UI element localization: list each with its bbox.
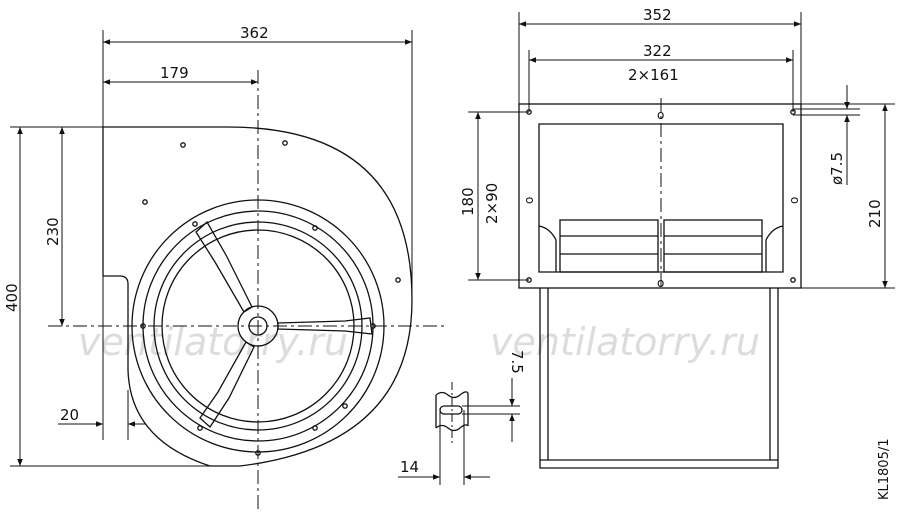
flange-hole xyxy=(790,277,796,283)
housing-body xyxy=(539,288,779,469)
housing-hole xyxy=(395,277,401,283)
front-centerlines xyxy=(48,70,445,510)
impeller-right xyxy=(663,219,763,273)
break-line-top xyxy=(435,391,469,399)
dim-slot-height: 7.5 xyxy=(508,350,526,374)
hole-marker-left: o xyxy=(522,197,536,204)
dim-hole-pitch: 322 xyxy=(643,42,672,60)
housing-outline xyxy=(102,126,413,467)
spoke-upper xyxy=(195,220,253,313)
housing-hole xyxy=(342,403,348,409)
cutoff-left xyxy=(538,225,557,272)
front-dimensions xyxy=(10,30,413,467)
side-dimensions xyxy=(468,12,895,289)
dim-hole-diameter: ø7.5 xyxy=(828,152,846,185)
hole-marker-right: o xyxy=(787,197,801,204)
dim-outlet-offset: 20 xyxy=(60,406,79,424)
housing-hole xyxy=(197,425,203,431)
slot-hole xyxy=(439,405,463,415)
housing-hole xyxy=(192,221,198,227)
break-line-bottom xyxy=(435,424,469,432)
housing-hole xyxy=(142,199,148,205)
dim-hole-pitch-split: 2×161 xyxy=(628,66,679,84)
watermark-left: ventilatorry.ru xyxy=(78,320,348,364)
hole-marker-bottom: o xyxy=(657,276,664,290)
hole-marker-top: o xyxy=(657,108,664,122)
outlet-flange xyxy=(518,103,802,289)
dim-slot-width: 14 xyxy=(400,458,419,476)
housing-hole xyxy=(180,142,186,148)
watermark-right: ventilatorry.ru xyxy=(490,320,760,364)
dim-vertical-pitch-split: 2×90 xyxy=(483,183,501,224)
slot-dimensions xyxy=(398,378,520,485)
dim-overall-width: 362 xyxy=(240,24,269,42)
spoke-right xyxy=(277,317,373,335)
dim-height: 400 xyxy=(3,283,21,312)
slot-detail xyxy=(435,391,469,432)
drawing-code: KL1805/1 xyxy=(877,438,892,500)
side-view xyxy=(518,103,802,469)
dim-axis-offset: 179 xyxy=(160,64,189,82)
dim-flange-height: 210 xyxy=(866,199,884,228)
housing-hole xyxy=(312,425,318,431)
spoke-lower xyxy=(199,341,255,428)
dim-axis-height: 230 xyxy=(44,217,62,246)
dim-flange-width: 352 xyxy=(643,6,672,24)
housing-hole xyxy=(312,225,318,231)
outlet-opening xyxy=(538,123,784,273)
cutoff-right xyxy=(765,225,784,272)
housing-hole xyxy=(282,140,288,146)
dim-vertical-pitch: 180 xyxy=(459,187,477,216)
housing-hole xyxy=(140,323,146,329)
impeller-left xyxy=(559,219,659,273)
